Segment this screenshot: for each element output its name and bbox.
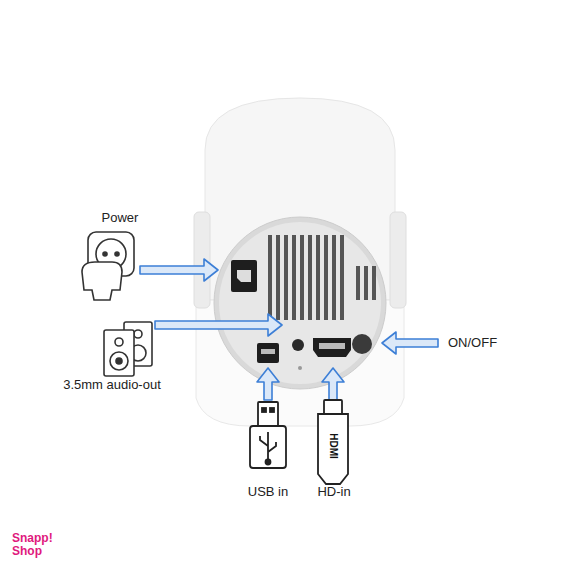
port-label: ON/OFF [448,335,497,351]
audio-jack [292,339,304,351]
power-plug-icon [82,232,134,300]
port-label: 3.5mm audio-out [63,377,161,393]
speaker-icon [104,322,152,376]
right-bracket [390,212,406,308]
usb-plug-icon [250,402,286,468]
hdmi-port [313,338,351,357]
pointer-arrows [140,259,438,400]
socket-insert [237,270,251,282]
power-button [352,334,372,354]
hdmi-plug-icon [318,400,348,484]
watermark: Snapp! Shop [12,532,56,558]
back-panel [219,222,381,384]
port-label: HD-in [317,484,350,500]
left-bracket [194,212,210,308]
connector-marking: HDMI [327,433,339,459]
port-label: Power [102,210,139,226]
power-socket [231,260,257,292]
usb-port-tongue [261,349,275,354]
port-label: USB in [248,484,288,500]
usb-port [257,343,279,363]
hdmi-port-tongue [319,343,345,349]
back-panel-rim [214,217,386,389]
vent-slats [268,235,376,320]
indicator-dot [298,366,302,370]
